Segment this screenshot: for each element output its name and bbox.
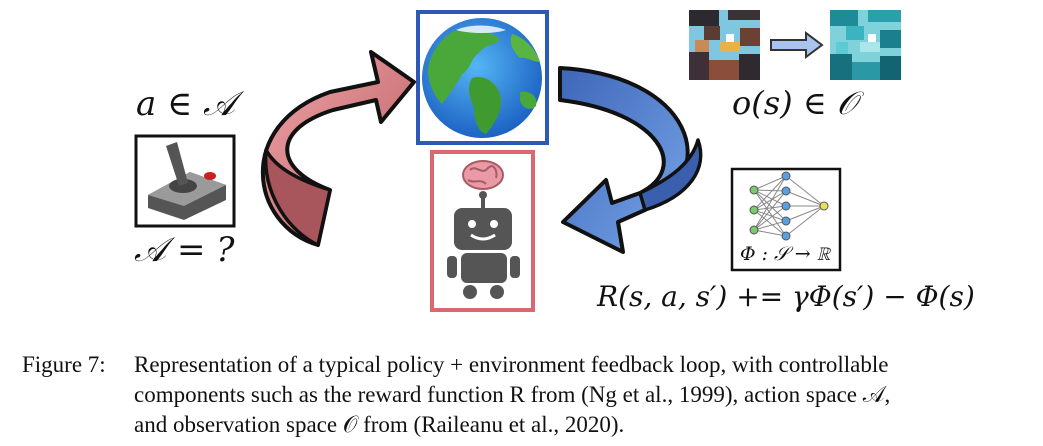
pixel-game-frame-icon (689, 10, 760, 80)
caption-label: Figure 7: (22, 352, 106, 377)
feedback-loop-diagram (134, 10, 901, 312)
pixel-game-frame-icon (830, 10, 901, 80)
caption-line-1: Representation of a typical policy + env… (134, 352, 889, 377)
caption-line-3: and observation space 𝒪 from (Raileanu e… (134, 412, 625, 437)
arrow-right-icon (770, 31, 824, 59)
left-curved-arrow (261, 50, 416, 247)
action-label: a ∈ 𝒜 (136, 84, 236, 124)
right-curved-arrow (558, 66, 703, 254)
robot-icon (447, 191, 520, 299)
observation-label: o(s) ∈ 𝒪 (732, 84, 857, 122)
action-space-label: 𝒜 = ? (134, 230, 235, 270)
joystick-icon (148, 142, 226, 220)
reward-potential-box (730, 167, 842, 272)
neural-network-icon (749, 171, 829, 241)
potential-label: Φ : 𝒮 → ℝ (740, 243, 831, 265)
reward-shaping-label: R(s, a, s′) += γΦ(s′) − Φ(s) (597, 280, 975, 313)
caption-line-2: components such as the reward function R… (134, 382, 891, 407)
brain-icon (462, 160, 504, 190)
earth-icon (422, 18, 542, 138)
